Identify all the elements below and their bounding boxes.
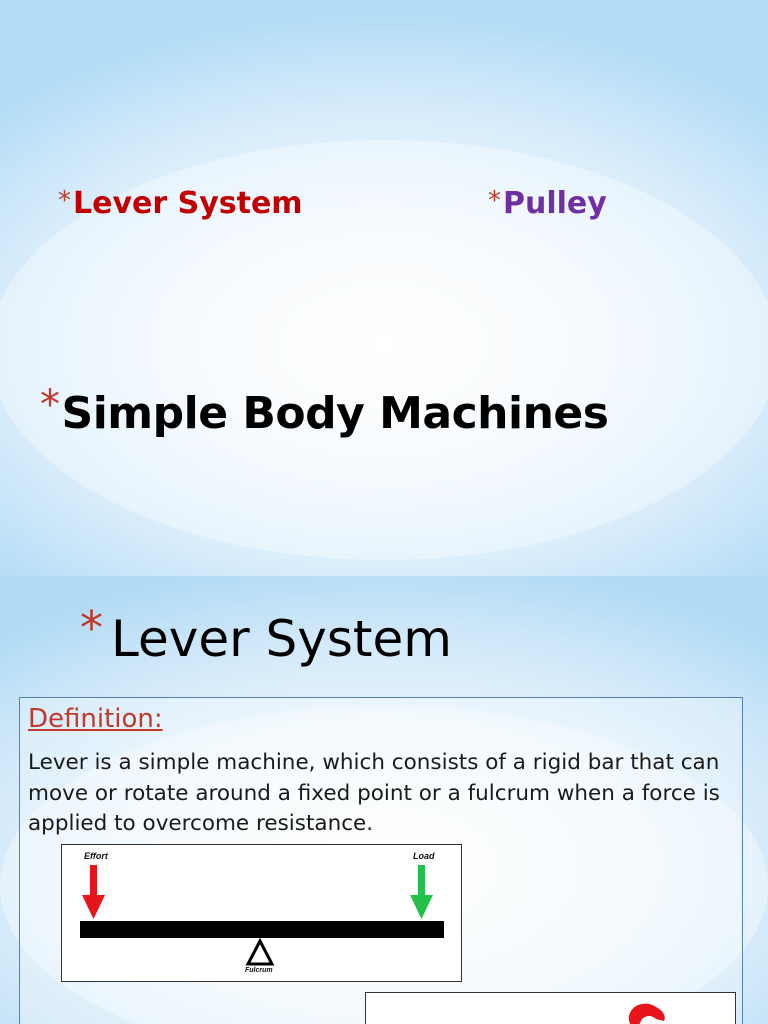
effort-label: Effort [84, 851, 108, 861]
load-label: Load [413, 851, 435, 861]
bullet-star-icon: * [40, 382, 60, 428]
slide-1-title: *Simple Body Machines [40, 382, 609, 439]
load-arrow-icon [410, 865, 433, 919]
bullet-pulley-label: Pulley [503, 186, 607, 221]
fulcrum-triangle-icon [245, 937, 275, 966]
bullet-star-icon: * [58, 186, 71, 216]
bullet-star-icon: * [488, 186, 501, 216]
bullet-pulley: *Pulley [488, 186, 607, 221]
bullet-star-icon: * [80, 601, 103, 655]
definition-text: Lever is a simple machine, which consist… [28, 750, 720, 836]
effort-arrow-icon [82, 865, 105, 919]
lever-diagram: Effort Load Fulcrum [61, 844, 462, 982]
lever-diagram-graphic [80, 865, 444, 966]
bullet-lever-system: *Lever System [58, 186, 303, 221]
slide-2: *Lever System Definition: Lever is a sim… [0, 576, 768, 1024]
definition-heading: Definition: [28, 704, 163, 734]
slide-1: *Lever System *Pulley *Simple Body Machi… [0, 0, 768, 576]
fulcrum-label: Fulcrum [245, 967, 273, 974]
background-oval [0, 140, 768, 560]
slide-2-title-text: Lever System [111, 610, 452, 668]
bullet-lever-system-label: Lever System [73, 186, 303, 221]
slide-1-title-text: Simple Body Machines [61, 388, 609, 439]
muscle-diagram [365, 992, 736, 1024]
slide-2-title: *Lever System [80, 601, 452, 668]
red-muscle-icon [628, 1003, 665, 1024]
lever-bar [80, 921, 444, 938]
definition-box: Definition: Lever is a simple machine, w… [19, 697, 743, 1024]
